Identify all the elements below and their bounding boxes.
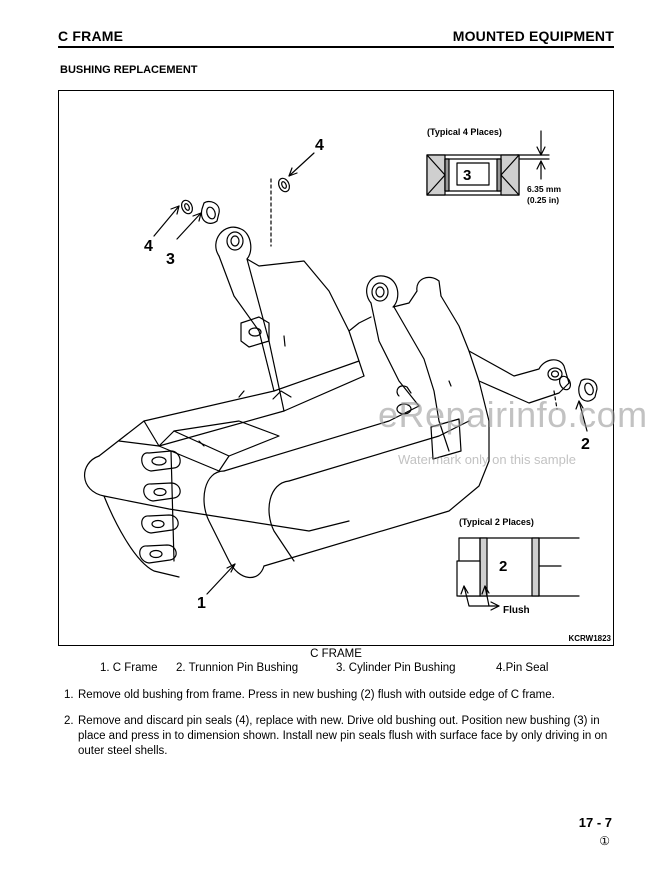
- callout-2-right: 2: [581, 436, 590, 453]
- exploded-parts: [153, 152, 598, 595]
- detail-top-part: 3: [463, 167, 471, 184]
- watermark-logo: eRepairinfo.com: [378, 394, 648, 435]
- callout-4-left: 4: [144, 238, 153, 255]
- step-1: 1. Remove old bushing from frame. Press …: [64, 688, 624, 703]
- revision-mark: ①: [599, 834, 610, 848]
- c-frame-illustration: 4 4 3 2 1 (Typical 4 Places) 3 6.35 mm (…: [84, 127, 598, 616]
- legend-item: 4.Pin Seal: [496, 662, 549, 674]
- detail-typical-4-places: [426, 130, 550, 196]
- step-text: Remove and discard pin seals (4), replac…: [78, 715, 608, 757]
- c-frame-drawing: [84, 226, 570, 578]
- detail-bottom-note: Flush: [503, 605, 530, 616]
- section-title: BUSHING REPLACEMENT: [60, 64, 198, 76]
- step-text: Remove old bushing from frame. Press in …: [78, 689, 555, 701]
- watermark-note: Watermark only on this sample: [398, 452, 576, 467]
- legend-item: 3. Cylinder Pin Bushing: [336, 662, 456, 674]
- header-section: MOUNTED EQUIPMENT: [452, 28, 614, 44]
- figure-caption: C FRAME: [310, 648, 362, 660]
- page-number: 17 - 7: [578, 815, 612, 830]
- detail-typical-2-places: [456, 537, 580, 611]
- detail-top-dim-mm: 6.35 mm: [527, 184, 561, 194]
- detail-top-dim-in: (0.25 in): [527, 195, 559, 205]
- header-title: C FRAME: [58, 28, 124, 44]
- detail-bottom-label: (Typical 2 Places): [459, 517, 534, 527]
- figure-frame: 4 4 3 2 1 (Typical 4 Places) 3 6.35 mm (…: [58, 90, 614, 646]
- figure-code: KCRW1823: [568, 634, 611, 643]
- callout-1: 1: [197, 595, 206, 612]
- header-rule: [58, 46, 614, 48]
- step-2: 2. Remove and discard pin seals (4), rep…: [64, 714, 624, 759]
- detail-bottom-part: 2: [499, 558, 507, 575]
- callout-3-left: 3: [166, 251, 175, 268]
- detail-top-label: (Typical 4 Places): [427, 127, 502, 137]
- legend-item: 2. Trunnion Pin Bushing: [176, 662, 299, 674]
- step-number: 1.: [64, 689, 74, 701]
- step-number: 2.: [64, 715, 74, 727]
- legend-item: 1. C Frame: [100, 662, 158, 674]
- callout-4-top: 4: [315, 137, 324, 154]
